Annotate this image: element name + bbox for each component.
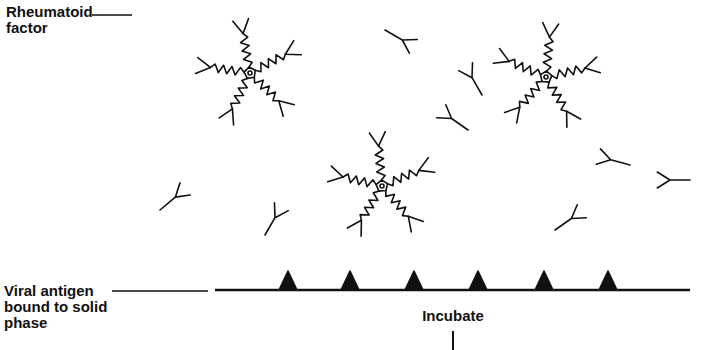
igg-antibody: [385, 30, 417, 53]
rheumatoid-factor-complex: [196, 19, 302, 125]
igg-antibody: [459, 63, 482, 95]
bound-igg: [493, 49, 509, 64]
bound-igg: [567, 111, 581, 127]
zigzag-chain: [241, 34, 253, 67]
rheumatoid-factor-complex: [493, 23, 600, 128]
zigzag-chain: [509, 59, 540, 75]
antigen-label: Viral antigen bound to solid phase: [4, 283, 112, 331]
viral-antigen: [469, 271, 487, 290]
viral-antigen: [599, 271, 617, 290]
zigzag-chain: [360, 191, 379, 220]
core-dot: [380, 184, 384, 188]
zigzag-chain: [388, 170, 419, 186]
bound-igg: [408, 216, 423, 232]
zigzag-chain: [543, 37, 553, 71]
bound-igg: [543, 23, 559, 38]
igg-antibody: [596, 149, 630, 165]
bound-igg: [233, 19, 249, 34]
arrow-stem: [452, 331, 454, 350]
bound-igg: [285, 41, 301, 55]
zigzag-chain: [210, 64, 244, 75]
bound-igg: [196, 58, 211, 74]
leader-line: [92, 14, 132, 16]
zigzag-chain: [520, 82, 543, 108]
step-label: Incubate: [400, 308, 506, 324]
zigzag-chain: [343, 174, 376, 187]
bound-igg: [279, 101, 295, 116]
zigzag-chain: [255, 54, 285, 71]
core-dot: [544, 75, 548, 79]
bound-igg: [419, 158, 435, 173]
viral-antigen: [279, 271, 297, 290]
leader-line: [112, 290, 208, 292]
igg-antibody: [265, 203, 288, 235]
pentamer-core: [244, 67, 255, 78]
bound-igg: [219, 109, 233, 125]
bound-igg: [369, 132, 385, 147]
bound-igg: [505, 107, 520, 123]
viral-antigen: [405, 271, 423, 290]
bound-igg: [328, 166, 343, 182]
igg-antibody: [657, 172, 690, 188]
viral-antigen: [535, 271, 553, 290]
zigzag-chain: [231, 78, 248, 109]
igg-antibody: [555, 205, 586, 230]
zigzag-chain: [548, 82, 567, 111]
bound-igg: [347, 220, 361, 236]
rheumatoid-factor-complex: [328, 132, 435, 237]
zigzag-chain: [552, 66, 585, 79]
core-dot: [248, 71, 252, 75]
igg-antibody: [160, 183, 190, 210]
bound-igg: [585, 57, 600, 73]
pentamer-core: [540, 71, 551, 82]
zigzag-chain: [254, 77, 278, 101]
rheumatoid-factor-label: Rheumatoid factor: [6, 4, 90, 36]
zigzag-chain: [386, 191, 409, 217]
igg-antibody: [437, 105, 468, 130]
pentamer-core: [376, 180, 387, 191]
zigzag-chain: [375, 146, 385, 180]
viral-antigen: [341, 271, 359, 290]
